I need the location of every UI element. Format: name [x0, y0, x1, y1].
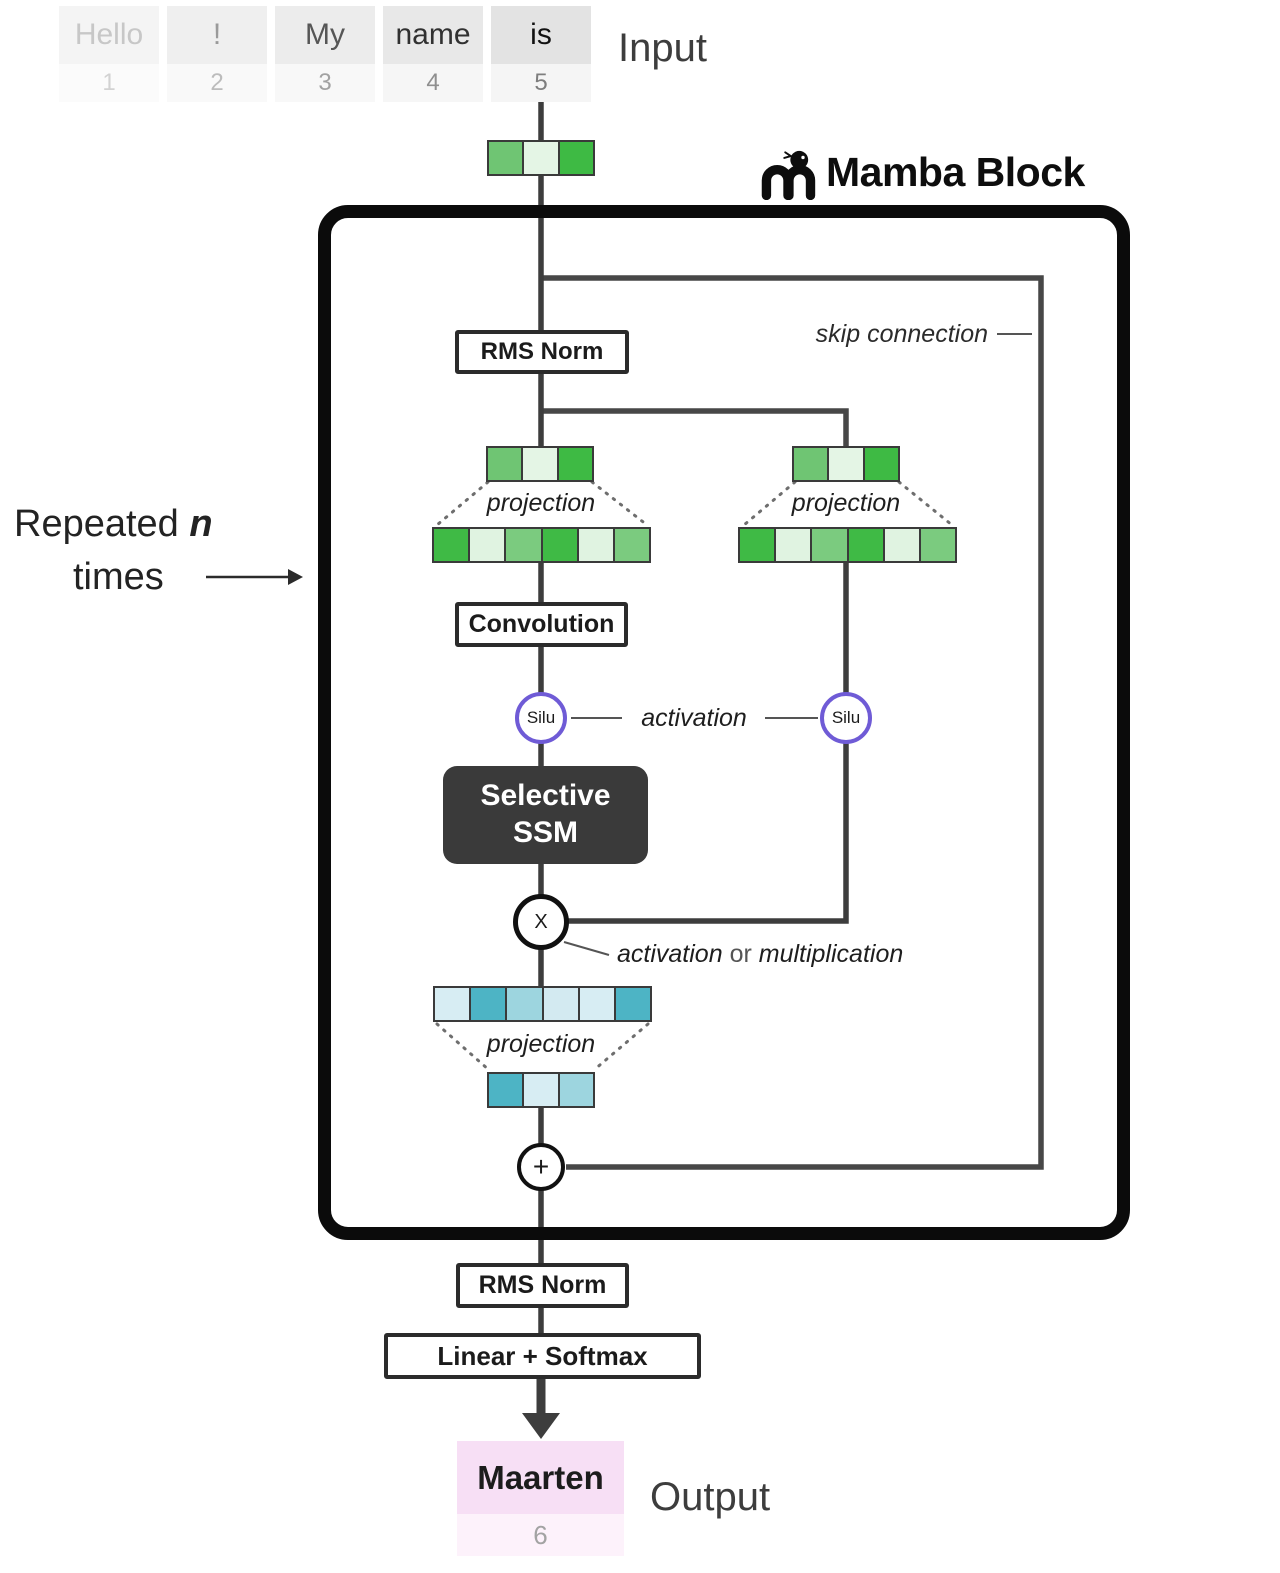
right-branch-line	[541, 408, 849, 446]
token-index: 4	[383, 64, 483, 102]
mamba-snake-icon	[761, 150, 816, 200]
vector-cell	[489, 1074, 523, 1106]
vector-cell	[862, 448, 898, 480]
output-arrow-head	[522, 1413, 560, 1439]
vector-cell	[774, 529, 811, 561]
vector-cell	[522, 1074, 558, 1106]
token-index: 1	[59, 64, 159, 102]
embedding-vector	[487, 140, 595, 176]
vector-cell	[541, 988, 578, 1020]
silu-left-circle: Silu	[515, 692, 567, 744]
rms-norm-out-box: RMS Norm	[456, 1263, 629, 1308]
output-token: Maarten 6	[457, 1441, 624, 1556]
vector-cell	[794, 448, 828, 480]
token-text: name	[383, 6, 483, 64]
projection-label-left: projection	[486, 489, 596, 517]
multiply-annotation-connector	[563, 941, 610, 956]
mamba-block-title-text: Mamba Block	[826, 148, 1085, 195]
token-index: 5	[491, 64, 591, 102]
repeated-n: n	[189, 503, 213, 545]
vector-cell	[740, 529, 775, 561]
vector-cell	[488, 448, 522, 480]
annotation-multiplication: multiplication	[758, 940, 904, 968]
projection-label-out: projection	[486, 1030, 596, 1058]
output-token-index: 6	[457, 1514, 624, 1556]
plus-circle: +	[517, 1143, 565, 1191]
token-text: My	[275, 6, 375, 64]
vector-cell	[434, 529, 469, 561]
annotation-or: or	[722, 940, 759, 968]
vector-cell	[489, 142, 523, 174]
out-proj-output-vector	[487, 1072, 595, 1108]
vector-cell	[577, 988, 614, 1020]
repeated-label-line1: Repeated n	[14, 503, 213, 546]
right-proj-output-vector	[738, 527, 957, 563]
ssm-line2: SSM	[512, 816, 578, 849]
token-text: Hello	[59, 6, 159, 64]
repeated-label-line2: times	[73, 556, 164, 598]
multiply-annotation: activation or multiplication	[617, 940, 903, 969]
vector-cell	[882, 529, 919, 561]
vector-cell	[846, 529, 883, 561]
ssm-line1: Selective	[480, 779, 611, 813]
mamba-block-title: Mamba Block	[758, 144, 1085, 200]
vector-cell	[540, 529, 577, 561]
annotation-activation: activation	[617, 940, 723, 968]
activation-label: activation	[641, 704, 747, 732]
selective-ssm-box: Selective SSM	[443, 766, 648, 864]
skip-connection-label: skip connection	[815, 320, 988, 348]
vector-cell	[827, 448, 863, 480]
vector-cell	[810, 529, 847, 561]
repeated-word: Repeated	[14, 503, 190, 545]
vector-cell	[504, 529, 541, 561]
vector-cell	[557, 142, 593, 174]
vector-cell	[613, 988, 651, 1020]
vector-cell	[557, 1074, 593, 1106]
token-text: !	[167, 6, 267, 64]
vector-cell	[556, 448, 592, 480]
input-token-2: ! 2	[167, 6, 267, 102]
vector-cell	[576, 529, 613, 561]
input-token-4: name 4	[383, 6, 483, 102]
token-text: is	[491, 6, 591, 64]
token-index: 2	[167, 64, 267, 102]
input-token-5: is 5	[491, 6, 591, 102]
vector-cell	[505, 988, 542, 1020]
input-token-3: My 3	[275, 6, 375, 102]
repeated-arrow-head	[288, 569, 303, 585]
vector-cell	[522, 142, 558, 174]
input-label: Input	[618, 26, 707, 70]
out-proj-input-vector	[433, 986, 652, 1022]
output-label: Output	[650, 1475, 771, 1519]
output-token-text: Maarten	[457, 1441, 624, 1514]
multiply-circle: X	[513, 894, 569, 950]
left-proj-input-vector	[486, 446, 594, 482]
input-token-1: Hello 1	[59, 6, 159, 102]
token-index: 3	[275, 64, 375, 102]
left-proj-output-vector	[432, 527, 651, 563]
silu-right-circle: Silu	[820, 692, 872, 744]
vector-cell	[521, 448, 557, 480]
linear-softmax-box: Linear + Softmax	[384, 1333, 701, 1379]
vector-cell	[918, 529, 956, 561]
vector-cell	[612, 529, 650, 561]
vector-cell	[435, 988, 470, 1020]
right-proj-input-vector	[792, 446, 900, 482]
convolution-box: Convolution	[455, 602, 628, 647]
vector-cell	[469, 988, 506, 1020]
projection-label-right: projection	[791, 489, 901, 517]
rms-norm-box: RMS Norm	[455, 330, 629, 374]
vector-cell	[468, 529, 505, 561]
